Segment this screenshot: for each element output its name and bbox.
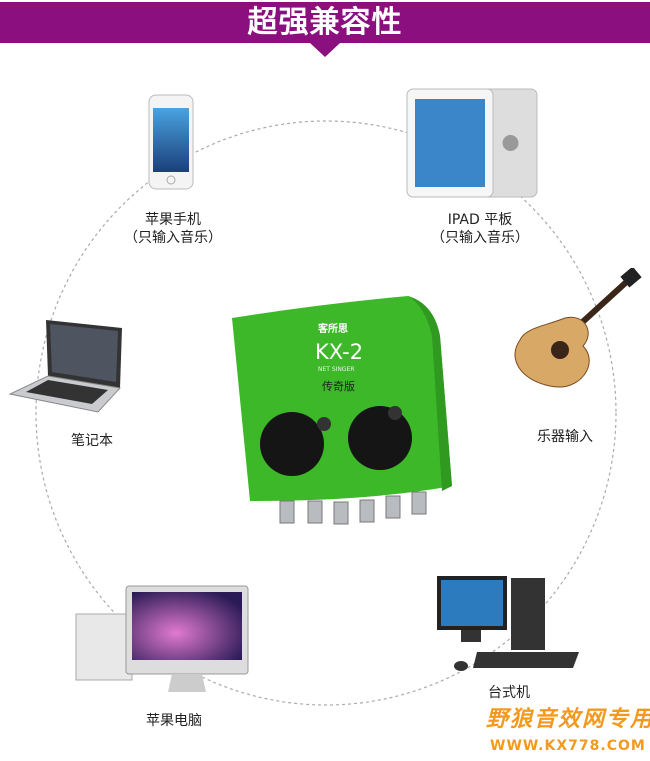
iphone-image — [148, 94, 194, 190]
banner-notch — [310, 43, 340, 57]
laptop-image — [8, 320, 122, 413]
ipad-image — [406, 88, 538, 198]
model-text: KX-2 — [315, 340, 364, 364]
guitar-image — [514, 268, 642, 388]
page-title: 超强兼容性 — [247, 5, 403, 40]
desktop-label: 台式机 — [488, 685, 530, 701]
imac-image — [75, 585, 249, 692]
model-subtitle: NET SINGER — [318, 366, 355, 373]
iphone-label: 苹果手机 （只输入音乐） — [124, 212, 222, 246]
imac-label: 苹果电脑 — [146, 713, 202, 729]
edition-text: 传奇版 — [322, 380, 355, 393]
watermark-url: WWW.KX778.COM — [490, 738, 646, 754]
kx2-sound-card: 客所思 KX-2 NET SINGER 传奇版 — [220, 296, 460, 536]
guitar-label: 乐器输入 — [537, 429, 593, 445]
watermark-text: 野狼音效网专用 — [486, 706, 650, 732]
header-banner — [0, 2, 650, 43]
desktop-image — [437, 576, 579, 671]
brand-text: 客所思 — [318, 324, 348, 335]
laptop-label: 笔记本 — [71, 433, 113, 449]
ipad-label: IPAD 平板 （只输入音乐） — [431, 212, 529, 246]
